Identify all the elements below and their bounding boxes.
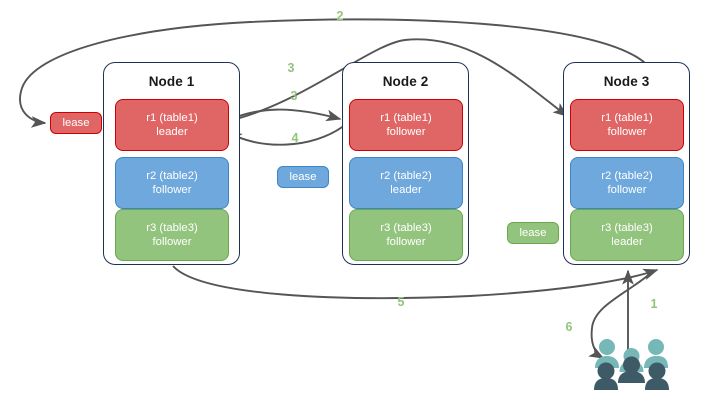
- replica-r3[interactable]: r3 (table3) leader: [570, 209, 684, 261]
- node-title: Node 3: [603, 74, 650, 89]
- node-container-1[interactable]: Node 1 r1 (table1) leader r2 (table2) fo…: [103, 62, 240, 265]
- step-label-2: 2: [336, 9, 344, 23]
- step-label-6: 6: [565, 320, 573, 334]
- replica-role: leader: [156, 126, 188, 138]
- arrow-step-3-lower: [223, 108, 342, 123]
- step-label-1: 1: [650, 297, 658, 311]
- replica-r1[interactable]: r1 (table1) follower: [570, 99, 684, 151]
- replica-name: r3 (table3): [146, 222, 198, 234]
- replica-name: r3 (table3): [380, 222, 432, 234]
- replica-r1[interactable]: r1 (table1) follower: [349, 99, 463, 151]
- replica-role: follower: [607, 126, 647, 138]
- arrow-step-5: [172, 265, 659, 300]
- replica-role: leader: [390, 184, 422, 196]
- replica-name: r2 (table2): [146, 170, 198, 182]
- replica-role: follower: [386, 126, 426, 138]
- replica-name: r3 (table3): [601, 222, 653, 234]
- replica-role: leader: [611, 236, 643, 248]
- lease-chip-table3[interactable]: lease: [507, 222, 559, 244]
- node-container-3[interactable]: Node 3 r1 (table1) follower r2 (table2) …: [563, 62, 690, 265]
- replica-name: r1 (table1): [601, 112, 653, 124]
- step-label-4: 4: [291, 131, 299, 145]
- replica-role: follower: [607, 184, 647, 196]
- replica-r3[interactable]: r3 (table3) follower: [349, 209, 463, 261]
- step-label-3-upper: 3: [287, 61, 295, 75]
- replica-role: follower: [386, 236, 426, 248]
- step-label-3-lower: 3: [290, 89, 298, 103]
- lease-chip-table2[interactable]: lease: [277, 166, 329, 188]
- replica-r3[interactable]: r3 (table3) follower: [115, 209, 229, 261]
- replica-name: r2 (table2): [380, 170, 432, 182]
- node-title: Node 1: [148, 74, 195, 89]
- people-group-icon: [594, 339, 669, 390]
- replica-r2[interactable]: r2 (table2) leader: [349, 157, 463, 209]
- replica-r2[interactable]: r2 (table2) follower: [570, 157, 684, 209]
- step-label-5: 5: [397, 295, 405, 309]
- replica-r1[interactable]: r1 (table1) leader: [115, 99, 229, 151]
- replica-role: follower: [152, 236, 192, 248]
- lease-chip-table1[interactable]: lease: [50, 112, 102, 134]
- replica-role: follower: [152, 184, 192, 196]
- replica-name: r1 (table1): [380, 112, 432, 124]
- node-container-2[interactable]: Node 2 r1 (table1) follower r2 (table2) …: [342, 62, 469, 265]
- replica-r2[interactable]: r2 (table2) follower: [115, 157, 229, 209]
- replica-name: r1 (table1): [146, 112, 198, 124]
- node-title: Node 2: [382, 74, 429, 89]
- replica-name: r2 (table2): [601, 170, 653, 182]
